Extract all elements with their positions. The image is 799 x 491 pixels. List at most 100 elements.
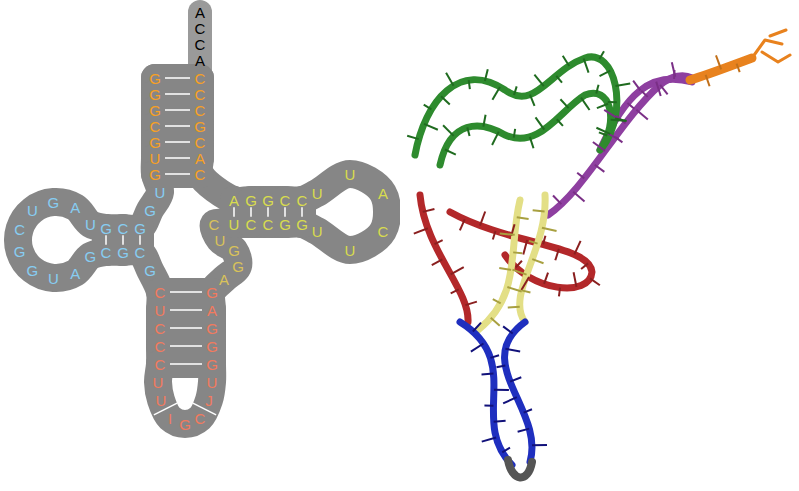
- base-stick: [596, 85, 598, 94]
- nucleotide-letter: C: [14, 221, 25, 236]
- base-stick: [615, 83, 630, 86]
- base-stick: [510, 377, 521, 381]
- base-pair-line: [165, 109, 190, 111]
- nucleotide-letter: G: [48, 195, 60, 210]
- nucleotide-letter: C: [155, 321, 166, 336]
- nucleotide-letter: C: [155, 285, 166, 300]
- base-stick: [483, 115, 485, 127]
- nucleotide-letter: G: [296, 217, 308, 232]
- nucleotide-letter: A: [207, 303, 217, 318]
- nucleotide-letter: G: [206, 357, 218, 372]
- base-pair-line: [170, 291, 202, 293]
- base-pair-line: [165, 77, 190, 79]
- base-stick: [467, 127, 469, 136]
- nucleotide-letter: G: [117, 245, 129, 260]
- base-stick: [530, 137, 534, 148]
- base-stick: [508, 306, 520, 309]
- nucleotide-letter: G: [144, 263, 156, 278]
- base-stick: [573, 192, 584, 202]
- base-stick: [514, 86, 517, 95]
- base-stick: [555, 249, 559, 260]
- nucleotide-letter: C: [195, 167, 206, 182]
- base-stick: [514, 129, 515, 138]
- nucleotide-letter: U: [150, 151, 161, 166]
- base-stick: [627, 103, 634, 109]
- base-pair-line: [165, 141, 190, 143]
- base-stick: [473, 323, 481, 332]
- base-stick: [599, 132, 607, 135]
- base-stick: [503, 397, 517, 403]
- base-stick: [500, 233, 515, 234]
- nucleotide-letter: C: [150, 119, 161, 134]
- nucleotide-letter: G: [144, 203, 156, 218]
- base-stick: [424, 124, 438, 130]
- base-stick: [494, 389, 509, 391]
- base-stick: [672, 62, 675, 77]
- base-stick: [599, 51, 604, 59]
- base-stick: [441, 96, 450, 104]
- nucleotide-letter: U: [85, 216, 96, 231]
- base-pair-line: [284, 207, 286, 217]
- base-stick: [615, 137, 622, 142]
- base-stick: [542, 228, 557, 231]
- base-stick: [633, 81, 640, 91]
- nucleotide-letter: U: [312, 186, 323, 201]
- base-stick: [513, 251, 522, 254]
- base-stick: [517, 217, 529, 219]
- base-stick: [581, 263, 588, 269]
- variable-ribbon: [520, 195, 545, 322]
- nucleotide-letter: U: [48, 270, 59, 285]
- base-stick: [424, 105, 432, 110]
- nucleotide-letter: G: [232, 259, 244, 274]
- nucleotide-letter: U: [345, 243, 356, 258]
- nucleotide-letter: G: [279, 217, 291, 232]
- nucleotide-letter: G: [179, 417, 191, 432]
- base-stick: [492, 87, 500, 100]
- base-pair-line: [165, 157, 190, 159]
- nucleotide-letter: C: [155, 339, 166, 354]
- nucleotide-letter: I: [168, 411, 172, 426]
- base-stick: [445, 150, 456, 155]
- base-stick: [559, 288, 560, 297]
- base-stick: [432, 259, 443, 265]
- base-stick: [553, 195, 561, 204]
- nucleotide-letter: C: [118, 221, 129, 236]
- base-stick: [491, 318, 500, 326]
- nucleotide-letter: G: [134, 221, 146, 236]
- base-stick: [636, 110, 647, 120]
- base-stick: [530, 95, 535, 106]
- d-arm-ribbon: [450, 212, 592, 288]
- nucleotide-letter: A: [195, 53, 205, 68]
- base-stick: [611, 120, 626, 121]
- nucleotide-letter: U: [215, 233, 226, 248]
- base-stick: [505, 349, 520, 352]
- nucleotide-letter: G: [206, 339, 218, 354]
- base-stick: [557, 119, 563, 126]
- base-stick: [497, 365, 506, 367]
- base-stick: [451, 267, 464, 274]
- base-stick: [737, 64, 740, 72]
- nucleotide-letter: G: [100, 221, 112, 236]
- base-stick: [529, 241, 538, 244]
- nucleotide-letter: G: [206, 321, 218, 336]
- base-stick: [503, 326, 513, 333]
- base-stick: [512, 270, 526, 275]
- nucleotide-letter: C: [377, 224, 388, 239]
- nucleotide-letter: C: [101, 245, 112, 260]
- base-stick: [532, 259, 543, 263]
- base-stick: [597, 104, 608, 108]
- nucleotide-letter: C: [195, 135, 206, 150]
- base-stick: [556, 76, 562, 83]
- base-stick: [480, 212, 485, 226]
- base-pair-line: [105, 235, 107, 245]
- nucleotide-letter: C: [280, 193, 291, 208]
- nucleotide-letter: G: [228, 243, 240, 258]
- base-stick: [502, 448, 510, 453]
- base-stick: [493, 299, 501, 303]
- nucleotide-letter: G: [245, 193, 257, 208]
- base-stick: [532, 444, 547, 446]
- base-stick: [574, 272, 577, 287]
- base-stick: [443, 125, 454, 136]
- nucleotide-letter: C: [195, 411, 206, 426]
- nucleotide-letter: C: [209, 217, 220, 232]
